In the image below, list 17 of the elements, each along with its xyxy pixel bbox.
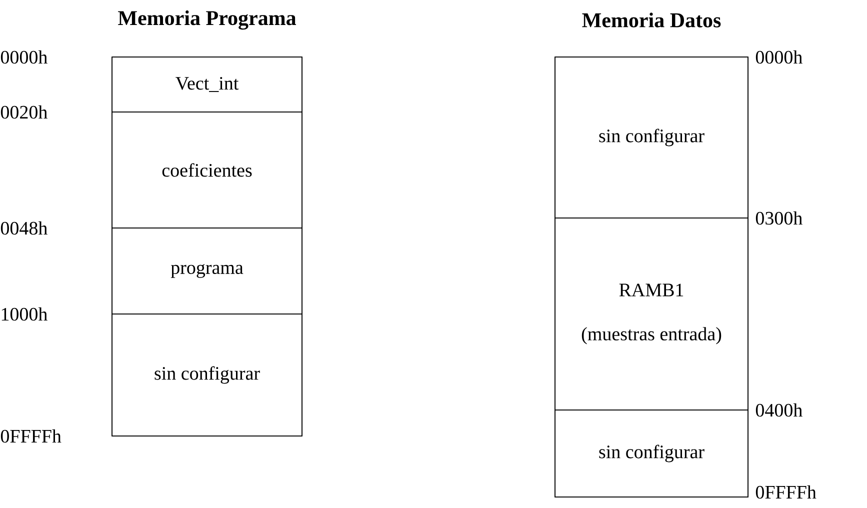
memory-segment: sin configurar xyxy=(112,314,302,436)
address-label: 0000h xyxy=(0,50,48,64)
node-label: Memoria Programa xyxy=(118,10,296,30)
address-label: 0FFFFh xyxy=(0,429,62,443)
address-label: 0300h xyxy=(756,211,802,225)
memory-segment: coeficientes xyxy=(112,112,302,228)
memory-segment: Vect_int xyxy=(112,56,302,112)
memory-segment: RAMB1 (muestras entrada) xyxy=(554,218,748,410)
address-label: 0000h xyxy=(756,50,802,64)
node-label: Memoria Datos xyxy=(582,12,721,28)
address-label: 0048h xyxy=(0,221,48,235)
address-label: 1000h xyxy=(2,307,48,321)
memory-segment: programa xyxy=(112,228,302,314)
memory-segment: sin configurar xyxy=(554,56,748,218)
memory-segment: sin configurar xyxy=(554,410,748,498)
address-label: 0020h xyxy=(0,105,48,119)
address-label: 0400h xyxy=(756,403,802,417)
